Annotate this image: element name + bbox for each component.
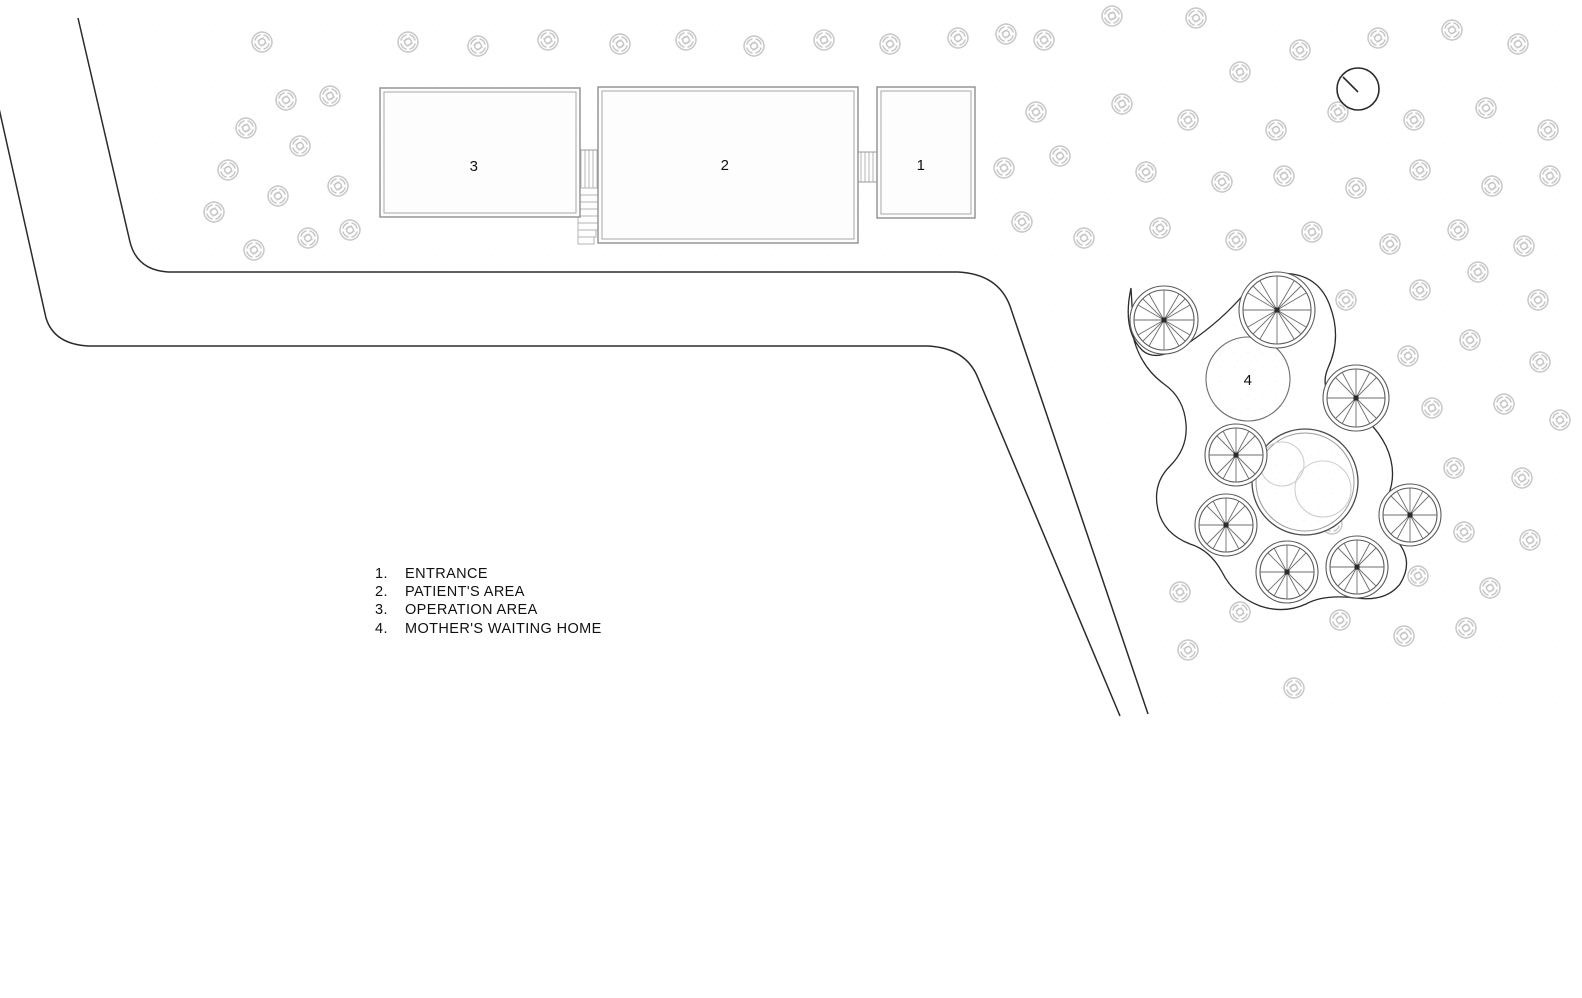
legend-label-3: OPERATION AREA [405, 602, 538, 619]
block-1-number: 1 [917, 157, 926, 174]
road-edge-outer [77, 17, 1149, 715]
hut-1[interactable] [1129, 285, 1199, 355]
hut-8[interactable] [1378, 483, 1442, 547]
central-communal-structure[interactable] [1251, 428, 1359, 536]
legend-number-3: 3. [375, 602, 388, 619]
corridor-3-to-2 [577, 149, 601, 189]
legend-number-2: 2. [375, 584, 388, 601]
block-3-number: 3 [470, 158, 479, 175]
legend-item-2: 2. PATIENT'S AREA [375, 583, 602, 601]
hut-5[interactable] [1194, 493, 1258, 557]
building-blocks: 3 2 1 [379, 86, 976, 245]
hut-2[interactable] [1238, 271, 1316, 349]
legend-label-2: PATIENT'S AREA [405, 584, 525, 601]
building-block-3[interactable]: 3 [379, 87, 581, 218]
legend-item-4: 4. MOTHER'S WAITING HOME [375, 620, 602, 638]
building-block-1[interactable]: 1 [876, 86, 976, 219]
access-road [0, 17, 1149, 717]
waiting-home-marker[interactable]: 4 [1205, 336, 1291, 422]
north-point-icon [1336, 67, 1380, 111]
hut-3[interactable] [1322, 364, 1390, 432]
legend-label-4: MOTHER'S WAITING HOME [405, 620, 602, 637]
mothers-waiting-home-cluster[interactable]: 4 [1127, 271, 1442, 611]
hut-4[interactable] [1204, 423, 1268, 487]
hut-7[interactable] [1325, 535, 1389, 599]
block-2-number: 2 [721, 157, 730, 174]
hut-6[interactable] [1255, 540, 1319, 604]
legend-block: 1. ENTRANCE 2. PATIENT'S AREA 3. OPERATI… [375, 565, 602, 638]
legend-label-1: ENTRANCE [405, 566, 488, 582]
road-edge-inner [0, 109, 1121, 717]
legend-number-1: 1. [375, 566, 388, 582]
legend-item-3: 3. OPERATION AREA [375, 601, 602, 619]
corridor-2-to-1 [855, 151, 880, 183]
legend-number-4: 4. [375, 620, 388, 637]
legend-item-1: 1. ENTRANCE [375, 565, 602, 583]
building-block-2[interactable]: 2 [597, 86, 859, 244]
hut-group[interactable] [1129, 271, 1442, 604]
cluster-number: 4 [1244, 372, 1253, 389]
